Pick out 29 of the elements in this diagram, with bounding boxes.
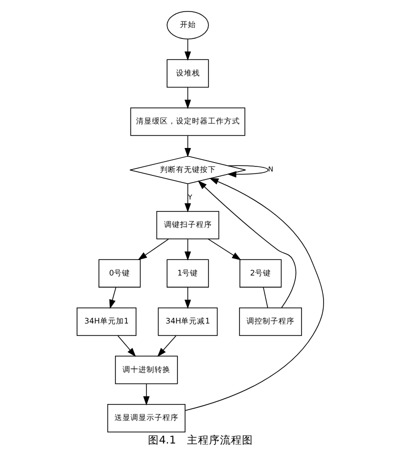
caption: 图4.1 主程序流程图 — [148, 434, 254, 447]
arrow — [184, 184, 191, 212]
arrow — [184, 38, 191, 61]
node-box: 2号键 — [239, 259, 282, 288]
arrow — [184, 287, 191, 309]
node-box: 1号键 — [166, 259, 209, 288]
arrow — [184, 135, 191, 158]
arrow — [138, 238, 169, 260]
node-box: 设堆栈 — [166, 59, 209, 88]
arrow — [184, 178, 324, 411]
arrow — [184, 87, 191, 109]
arrow — [184, 238, 191, 261]
node-box: 调十进制转换 — [114, 356, 178, 384]
node-box: 送显调显示子程序 — [107, 404, 186, 432]
arrow — [227, 165, 268, 178]
connector — [263, 287, 268, 308]
arrow — [157, 335, 176, 357]
arrow — [208, 238, 242, 260]
arrow — [117, 335, 136, 357]
node-box: 0号键 — [98, 259, 141, 288]
node-box: 调键扫子程序 — [156, 210, 220, 240]
node-ellipse: 开始 — [166, 11, 209, 40]
arrow — [198, 180, 296, 308]
arrow — [109, 287, 116, 309]
node-box: 清显缓区，设定时器工作方式 — [130, 108, 246, 136]
node-box: 34H单元减1 — [158, 308, 218, 336]
node-box: 34H单元加1 — [76, 308, 136, 336]
arrow — [143, 384, 150, 406]
node-box: 调控制子程序 — [239, 308, 302, 336]
